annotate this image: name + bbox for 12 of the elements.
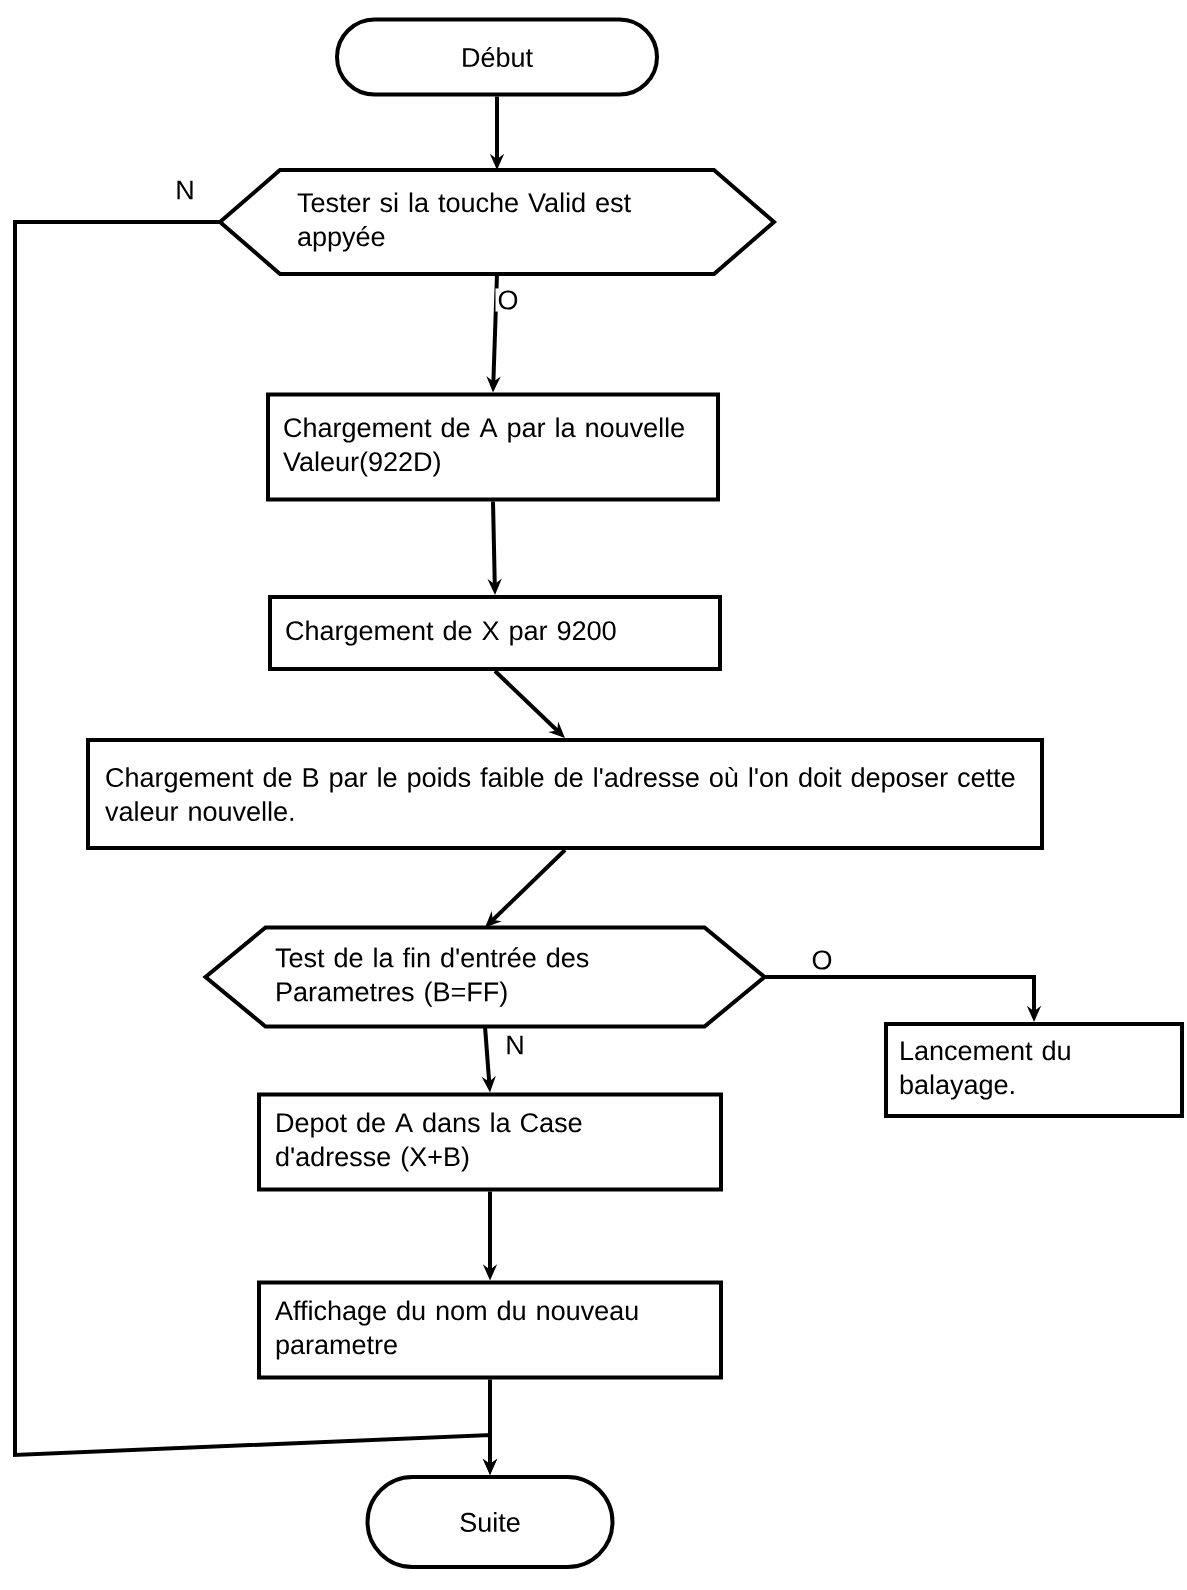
edge-label: O (495, 288, 521, 312)
process-box: Chargement de A par la nouvelle Valeur(922D) (266, 392, 720, 502)
process-box: Chargement de B par le poids faible de l'adresse où l'on doit deposer cette valeur nouvelle. (86, 738, 1044, 850)
edge-label: N (503, 1033, 527, 1057)
edge-label: O (809, 948, 835, 972)
terminal-box: Suite (365, 1475, 615, 1569)
process-box: Chargement de X par 9200 (268, 595, 722, 671)
process-box: Lancement du balayage. (884, 1022, 1184, 1118)
terminal-box: Début (335, 17, 659, 97)
process-box: Affichage du nom du nouveau parametre (257, 1280, 723, 1380)
edge-label: N (173, 178, 197, 202)
process-box: Depot de A dans la Case d'adresse (X+B) (257, 1092, 723, 1192)
